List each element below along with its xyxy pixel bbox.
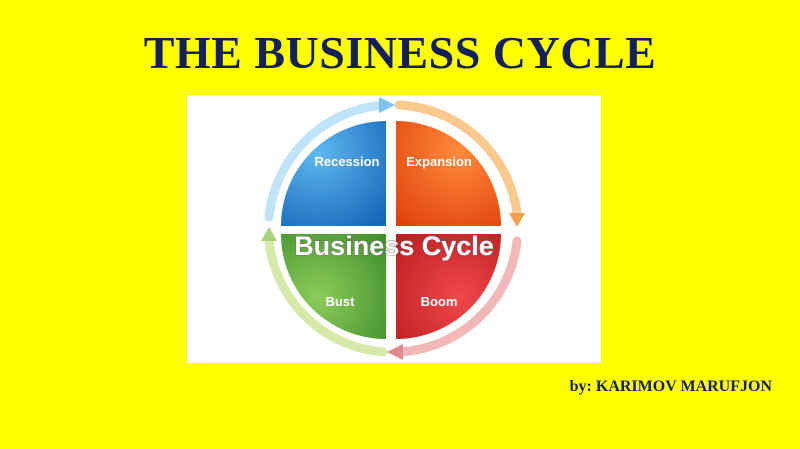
quadrant-label-recession: Recession	[314, 154, 379, 169]
slide-title: THE BUSINESS CYCLE	[143, 27, 657, 78]
business-cycle-svg: Recession Expansion Boom Bust Business C…	[261, 97, 525, 360]
quadrant-recession	[281, 121, 386, 226]
author-credit: by: KARIMOV MARUFJON	[569, 378, 772, 395]
quadrant-label-boom: Boom	[421, 294, 458, 309]
quadrant-expansion	[396, 121, 501, 226]
quadrant-bust	[281, 234, 386, 339]
cycle-ring-arrows	[264, 100, 522, 357]
quadrant-label-bust: Bust	[326, 294, 356, 309]
diagram-center-label: Business Cycle	[294, 231, 494, 261]
quadrant-boom	[396, 234, 501, 339]
cycle-arrowheads	[261, 97, 525, 360]
quadrant-label-expansion: Expansion	[406, 154, 472, 169]
business-cycle-diagram: Recession Expansion Boom Bust Business C…	[187, 95, 601, 363]
